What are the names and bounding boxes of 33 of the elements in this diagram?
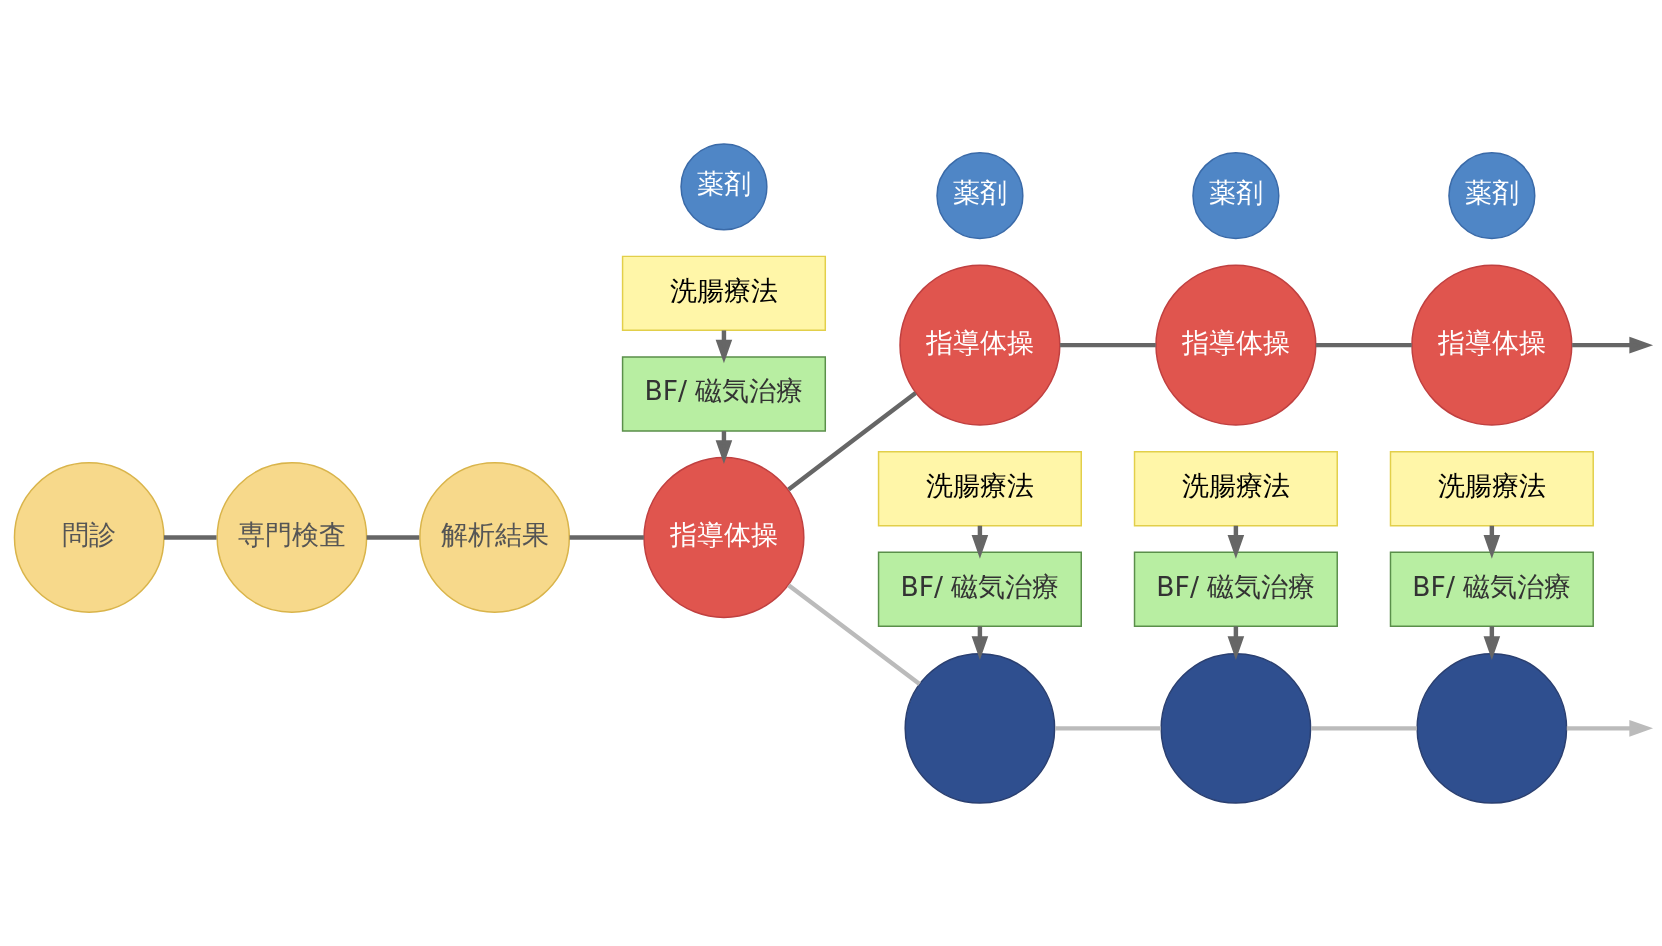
connector	[1311, 725, 1417, 731]
node-box: 洗腸療法	[621, 255, 827, 331]
node-circle: 専門検査	[216, 461, 368, 613]
connector	[163, 534, 217, 540]
connector	[787, 582, 921, 686]
arrow	[1572, 336, 1654, 353]
node-circle: 問診	[13, 461, 165, 613]
connector	[1060, 342, 1156, 347]
node-circle: 薬剤	[1448, 151, 1536, 239]
node-circle: 解析結果	[419, 461, 571, 613]
node-circle	[1416, 652, 1568, 804]
node-box: BF/ 磁気治療	[1389, 551, 1594, 627]
connector	[1055, 725, 1161, 731]
connector	[569, 534, 644, 540]
node-box: BF/ 磁気治療	[877, 551, 1082, 627]
connector	[1316, 342, 1412, 347]
node-box: 洗腸療法	[1389, 450, 1594, 526]
node-circle: 薬剤	[936, 151, 1024, 239]
node-box: 洗腸療法	[877, 450, 1082, 526]
node-circle: 指導体操	[643, 456, 805, 618]
arrow	[1566, 719, 1654, 737]
node-circle: 指導体操	[899, 264, 1061, 426]
node-circle: 薬剤	[680, 142, 768, 230]
connector	[366, 534, 420, 540]
node-circle: 薬剤	[1192, 151, 1280, 239]
node-circle	[1160, 652, 1312, 804]
node-box: BF/ 磁気治療	[621, 355, 827, 432]
connector	[787, 390, 917, 491]
node-box: BF/ 磁気治療	[1133, 551, 1338, 627]
node-circle: 指導体操	[1411, 264, 1573, 426]
node-box: 洗腸療法	[1133, 450, 1338, 526]
node-circle: 指導体操	[1155, 264, 1317, 426]
node-circle	[904, 652, 1056, 804]
